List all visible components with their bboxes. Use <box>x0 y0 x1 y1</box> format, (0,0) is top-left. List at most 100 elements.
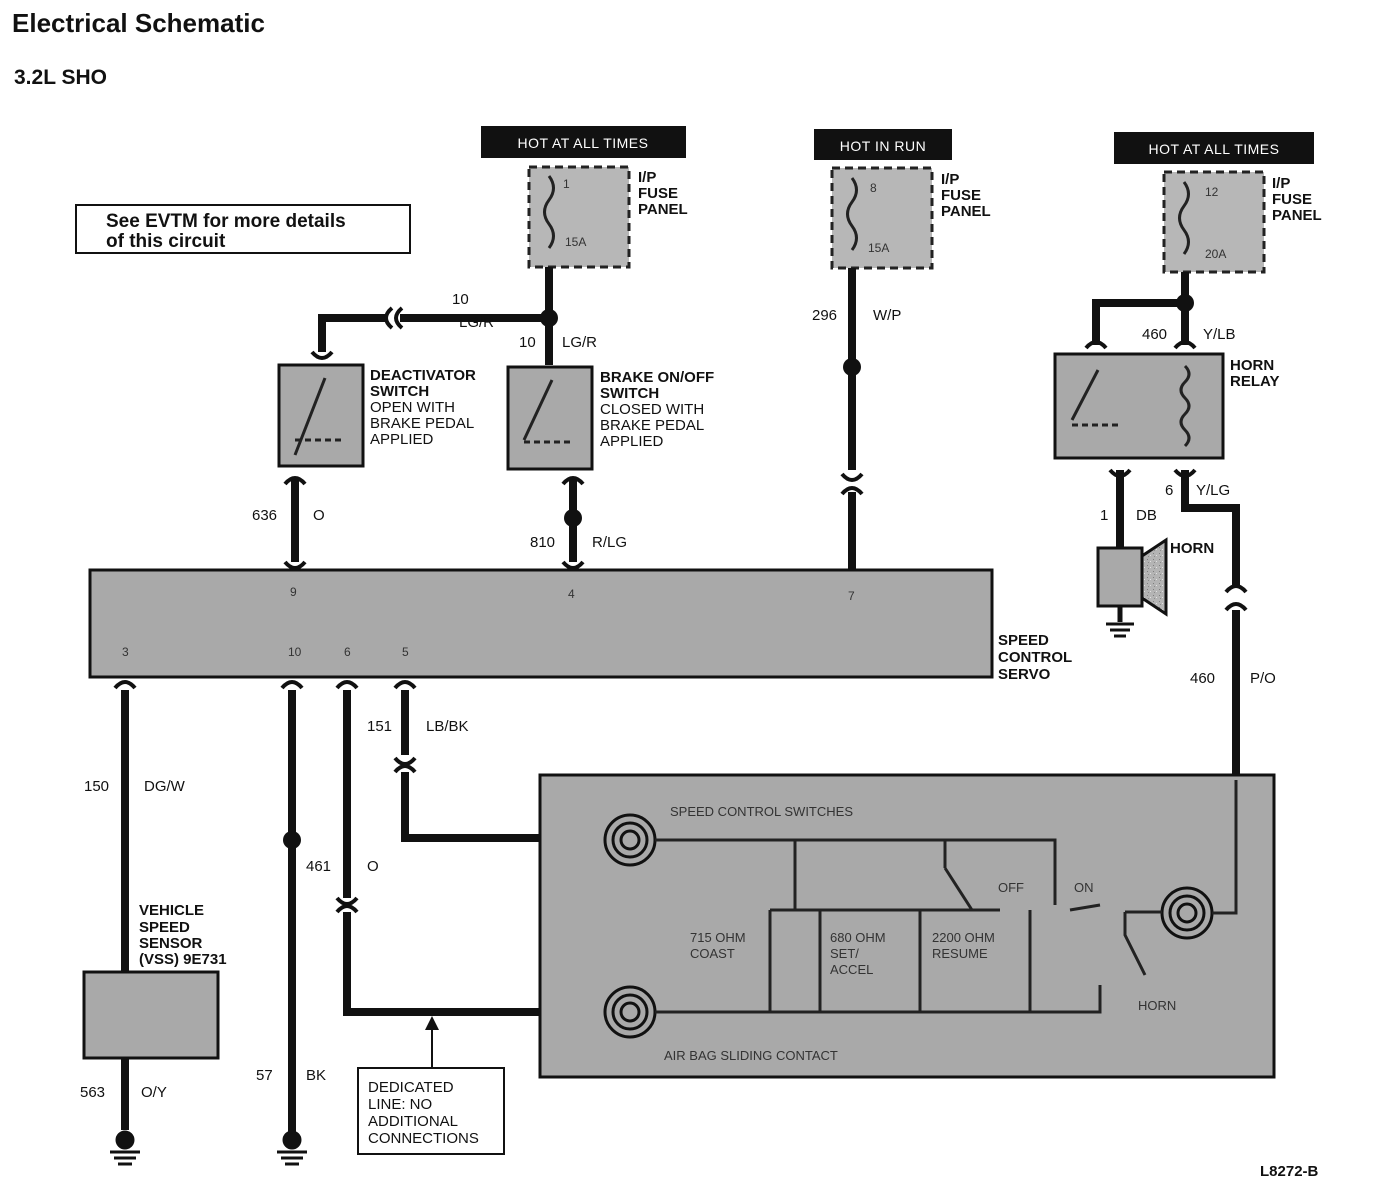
servo-pin-7: 7 <box>848 589 855 603</box>
dedicated-line-1: DEDICATED <box>368 1079 454 1096</box>
dedicated-line-4: CONNECTIONS <box>368 1130 479 1147</box>
connector-icon <box>840 486 864 496</box>
vehicle-speed-sensor: VEHICLE SPEED SENSOR (VSS) 9E731 <box>82 902 227 1060</box>
splice-dot <box>564 509 582 527</box>
switch-contact-icon <box>293 377 327 456</box>
connector-icon <box>561 476 585 486</box>
servo-pin-10: 10 <box>288 645 302 659</box>
module-footer: AIR BAG SLIDING CONTACT <box>664 1048 838 1063</box>
connector-icon <box>1173 340 1197 350</box>
servo-pin-3: 3 <box>122 645 129 659</box>
fuse-panel-label-3: PANEL <box>638 201 688 218</box>
connector-icon <box>335 904 359 914</box>
brake-switch-label-5: APPLIED <box>600 433 664 450</box>
horn-relay-label-1: HORN <box>1230 357 1274 374</box>
wire-circuit: 10 <box>452 291 469 308</box>
wire-color: O/Y <box>141 1084 167 1101</box>
wire-circuit: 563 <box>80 1084 105 1101</box>
module-internal-circuit <box>655 780 1238 1014</box>
connector-icon <box>283 476 307 486</box>
coast-resistor-1: 715 OHM <box>690 930 746 945</box>
fuse-panel-label-1: I/P <box>638 169 656 186</box>
horn: HORN <box>1096 537 1214 638</box>
deactivator-label-2: SWITCH <box>370 383 429 400</box>
vss-label-2: SPEED <box>139 919 190 936</box>
servo-label-2: CONTROL <box>998 649 1072 666</box>
engine-subtitle: 3.2L SHO <box>14 66 107 89</box>
deactivator-label-5: APPLIED <box>370 431 434 448</box>
wire-circuit: 6 <box>1165 482 1173 499</box>
set-resistor-3: ACCEL <box>830 962 873 977</box>
power-source-2: HOT IN RUN 8 15A I/P FUSE PANEL <box>814 129 991 270</box>
wiring-harness <box>121 267 1240 1132</box>
fuse-panel-label-2: FUSE <box>638 185 678 202</box>
fuse-panel-label-2: FUSE <box>1272 191 1312 208</box>
evtm-note: See EVTM for more details of this circui… <box>75 204 411 254</box>
wire-circuit: 151 <box>367 718 392 735</box>
wire-color: Y/LB <box>1203 326 1236 343</box>
splice-dot <box>540 309 558 327</box>
servo-pin-9: 9 <box>290 585 297 599</box>
connector-icon <box>384 306 394 330</box>
wire-circuit: 636 <box>252 507 277 524</box>
splice-dot <box>1176 294 1194 312</box>
wire-circuit: 150 <box>84 778 109 795</box>
wire-circuit: 1 <box>1100 507 1108 524</box>
relay-coil-icon <box>1179 364 1191 448</box>
arrow-up-icon <box>425 1016 439 1030</box>
resume-resistor-2: RESUME <box>932 946 988 961</box>
wire-circuit: 57 <box>256 1067 273 1084</box>
connector-icon <box>310 350 334 360</box>
servo-pin-5: 5 <box>402 645 409 659</box>
horn-relay-label-2: RELAY <box>1230 373 1279 390</box>
off-label: OFF <box>998 880 1024 895</box>
module-header: SPEED CONTROL SWITCHES <box>670 804 853 819</box>
deactivator-switch: DEACTIVATOR SWITCH OPEN WITH BRAKE PEDAL… <box>277 363 476 468</box>
servo-pin-6: 6 <box>344 645 351 659</box>
connector-icon <box>1224 584 1248 594</box>
power-source-3: HOT AT ALL TIMES 12 20A I/P FUSE PANEL <box>1114 132 1322 274</box>
brake-switch-label-3: CLOSED WITH <box>600 401 704 418</box>
fuse-panel-label-1: I/P <box>1272 175 1290 192</box>
fuse-icon <box>1178 181 1190 255</box>
wire-circuit: 460 <box>1142 326 1167 343</box>
speed-control-servo: 9 4 7 3 10 6 5 SPEED CONTROL SERVO <box>88 568 1072 683</box>
fuse-number: 12 <box>1205 185 1219 199</box>
connector-icon <box>1224 602 1248 612</box>
dedicated-line-2: LINE: NO <box>368 1096 432 1113</box>
speed-control-switch-module: SPEED CONTROL SWITCHES AIR BAG SLIDING C… <box>538 773 1276 1079</box>
fuse-icon <box>543 175 555 249</box>
fuse-rating: 20A <box>1205 247 1226 261</box>
servo-pin-4: 4 <box>568 587 575 601</box>
connector-icon <box>1108 468 1132 478</box>
wire-circuit: 461 <box>306 858 331 875</box>
servo-label-1: SPEED <box>998 632 1049 649</box>
wire-circuit: 810 <box>530 534 555 551</box>
dedicated-line-callout: DEDICATED LINE: NO ADDITIONAL CONNECTION… <box>357 1016 505 1155</box>
wire-color: O <box>313 507 325 524</box>
resume-resistor-1: 2200 OHM <box>932 930 995 945</box>
splice-dots <box>283 294 1194 849</box>
wire-color: DB <box>1136 507 1157 524</box>
wire-circuit: 10 <box>519 334 536 351</box>
connector-icon <box>1173 468 1197 478</box>
wire-labels: 10 LG/R 10 LG/R 296 W/P 460 Y/LB 636 O 8… <box>80 291 1276 1101</box>
wire-circuit: 460 <box>1190 670 1215 687</box>
fuse-number: 8 <box>870 181 877 195</box>
fuse-icon <box>846 177 858 251</box>
wire-color: LG/R <box>562 334 597 351</box>
fuse-panel-label-3: PANEL <box>941 203 991 220</box>
brake-switch-label-4: BRAKE PEDAL <box>600 417 704 434</box>
horn-label: HORN <box>1170 540 1214 557</box>
brake-switch-label-2: SWITCH <box>600 385 659 402</box>
fuse-rating: 15A <box>565 235 586 249</box>
set-resistor-1: 680 OHM <box>830 930 886 945</box>
switch-contact-icon <box>522 379 554 441</box>
page-title: Electrical Schematic <box>12 8 265 38</box>
dedicated-line-3: ADDITIONAL <box>368 1113 458 1130</box>
fuse-rating: 15A <box>868 241 889 255</box>
splice-dot <box>283 831 301 849</box>
note-line-1: See EVTM for more details <box>106 211 346 232</box>
deactivator-label-4: BRAKE PEDAL <box>370 415 474 432</box>
